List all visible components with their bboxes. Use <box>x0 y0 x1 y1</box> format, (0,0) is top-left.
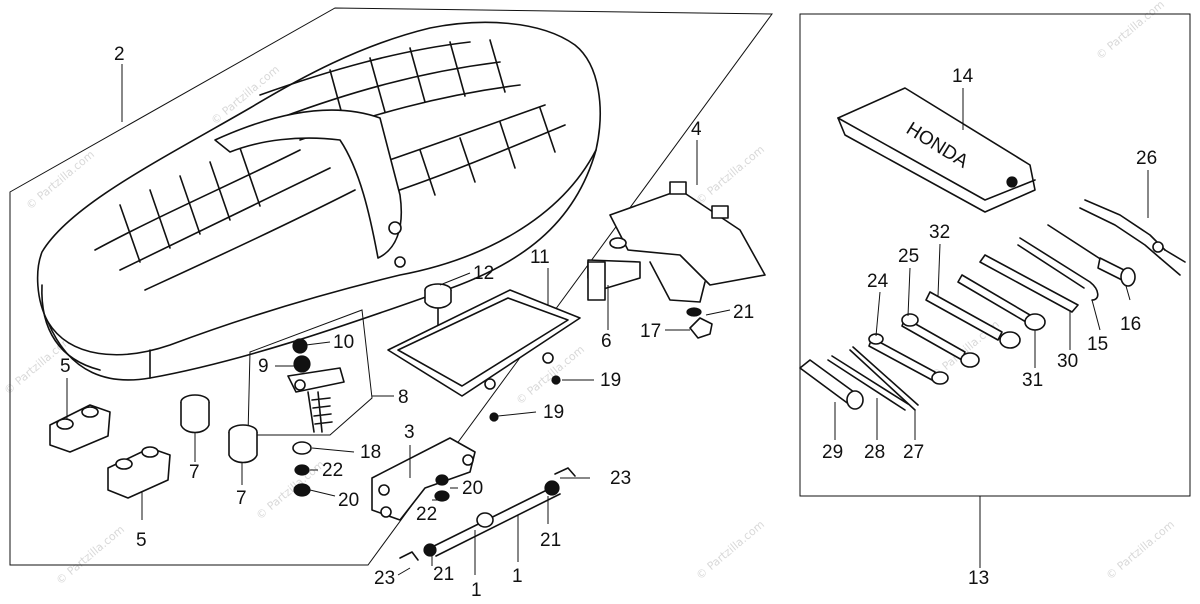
callout-labels: 2 14 4 26 32 25 11 12 24 21 16 6 17 10 1… <box>60 44 1157 601</box>
callout-10: 10 <box>333 332 354 353</box>
screw-19 <box>489 375 561 422</box>
cushion-5-lower <box>107 446 171 499</box>
wrench-24 <box>868 333 949 385</box>
callout-5b: 5 <box>136 530 147 551</box>
tool-bag: HONDA <box>837 87 1036 213</box>
seat-group-frame <box>9 7 773 566</box>
watermark: © Partzilla.com <box>254 458 327 523</box>
callout-25: 25 <box>898 246 919 267</box>
callout-13: 13 <box>968 568 989 589</box>
screwdriver-27 <box>849 346 919 411</box>
rubber-7-lower <box>228 424 258 464</box>
callout-11: 11 <box>530 247 550 268</box>
battery-tray <box>387 289 581 397</box>
seat <box>36 21 601 381</box>
callout-5a: 5 <box>60 356 71 377</box>
callout-24: 24 <box>867 271 889 292</box>
seat-bracket <box>371 437 476 521</box>
handle-29 <box>799 359 864 410</box>
callout-20b: 20 <box>462 478 483 499</box>
callout-22a: 22 <box>322 460 343 481</box>
wrench-32 <box>925 291 1021 349</box>
callout-19b: 19 <box>543 402 564 423</box>
callout-23b: 23 <box>374 568 395 589</box>
callout-28: 28 <box>864 442 885 463</box>
callout-8: 8 <box>398 387 409 408</box>
callout-4: 4 <box>691 119 702 140</box>
rubber-cushion <box>424 283 452 326</box>
part-6-bracket <box>587 261 606 301</box>
rubber-7-upper <box>180 394 210 434</box>
callout-16: 16 <box>1120 314 1141 335</box>
callout-12: 12 <box>473 263 494 284</box>
watermark: © Partzilla.com <box>1094 0 1167 62</box>
watermark: © Partzilla.com <box>24 148 97 213</box>
callout-23a: 23 <box>610 468 631 489</box>
hinge-pins <box>399 467 576 561</box>
callout-22b: 22 <box>416 504 437 525</box>
callout-21c: 21 <box>433 564 454 585</box>
callout-18: 18 <box>360 442 381 463</box>
callout-7b: 7 <box>236 488 247 509</box>
watermark: © Partzilla.com <box>1104 518 1177 583</box>
callout-1a: 1 <box>471 580 482 601</box>
watermark: © Partzilla.com <box>694 518 767 583</box>
callout-31: 31 <box>1022 370 1043 391</box>
wing-bolt <box>686 307 713 339</box>
callout-21b: 21 <box>540 530 561 551</box>
cushion-5-upper <box>49 404 111 453</box>
callout-7a: 7 <box>189 462 200 483</box>
watermark: © Partzilla.com <box>54 523 127 588</box>
callout-20a: 20 <box>338 490 359 511</box>
callout-14: 14 <box>952 66 974 87</box>
watermark: © Partzilla.com <box>694 143 767 208</box>
callout-26: 26 <box>1136 148 1157 169</box>
callout-19a: 19 <box>600 370 621 391</box>
callout-27: 27 <box>903 442 924 463</box>
wrench-30 <box>979 254 1079 313</box>
wrench-25 <box>901 313 980 368</box>
pliers <box>1079 199 1186 276</box>
callout-17: 17 <box>640 321 661 342</box>
washers-18-22-20 <box>292 441 312 497</box>
callout-2: 2 <box>114 44 125 65</box>
seat-lock <box>247 309 373 436</box>
callout-9: 9 <box>258 356 269 377</box>
callout-1b: 1 <box>512 566 523 587</box>
callout-3: 3 <box>404 422 415 443</box>
hook-wrench-15 <box>1017 237 1099 301</box>
seat-hinge-bracket <box>587 181 766 303</box>
callout-30: 30 <box>1057 351 1078 372</box>
tool-kit-frame <box>799 13 1191 497</box>
callout-15: 15 <box>1087 334 1108 355</box>
screwdriver-28 <box>827 355 909 411</box>
wrench-31 <box>957 274 1046 331</box>
leader-lines <box>66 64 1149 576</box>
callout-32: 32 <box>929 222 950 243</box>
callout-6: 6 <box>601 331 612 352</box>
callout-21a: 21 <box>733 302 754 323</box>
screwdriver-16 <box>1047 224 1136 287</box>
callout-29: 29 <box>822 442 843 463</box>
